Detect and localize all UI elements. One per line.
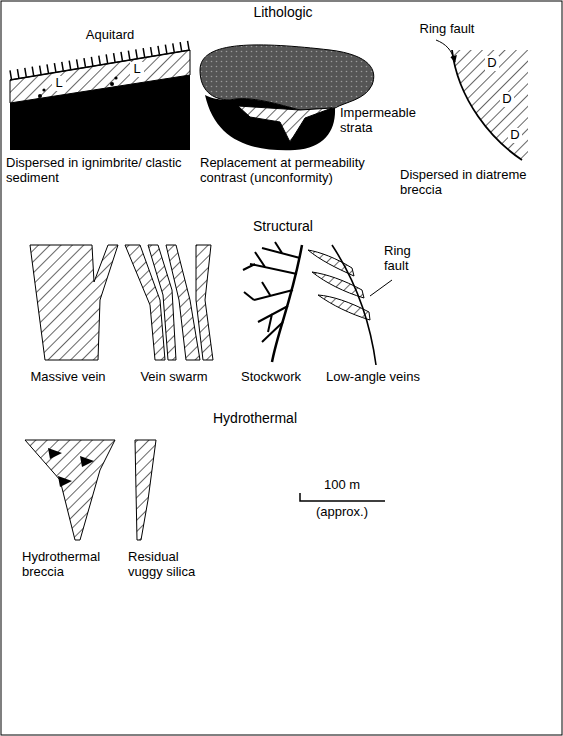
- figure-caption: Hydrothermal breccia: [22, 550, 122, 580]
- massive-vein: [30, 245, 118, 360]
- fault-label: Ring fault: [384, 244, 432, 274]
- vuggy-silica: [135, 440, 156, 540]
- low-angle-veins: [308, 245, 392, 365]
- vein-swarm: [125, 245, 213, 360]
- scale-label: 100 m: [292, 478, 392, 493]
- unit-letter: L: [52, 76, 66, 91]
- unit-letter: D: [508, 128, 522, 143]
- figure-caption: Low-angle veins: [316, 370, 430, 385]
- unit-label: Aquitard: [70, 28, 150, 43]
- fault-label: Ring fault: [402, 22, 492, 37]
- figure-caption: Dispersed in ignimbrite/ clastic sedimen…: [6, 156, 191, 186]
- figure-caption: Replacement at permeability contrast (un…: [200, 156, 390, 186]
- unit-letter: D: [500, 92, 514, 107]
- figure-caption: Residual vuggy silica: [128, 550, 198, 580]
- ignimbrite-figure: [10, 45, 190, 150]
- unit-label: Impermeable strata: [340, 106, 422, 136]
- unit-letter: L: [130, 62, 144, 77]
- section-heading: Hydrothermal: [190, 410, 320, 426]
- unit-letter: D: [485, 56, 499, 71]
- figure-caption: Dispersed in diatreme breccia: [400, 168, 540, 198]
- diatreme-figure: [436, 40, 528, 160]
- stockwork: [243, 242, 302, 362]
- section-heading: Structural: [223, 218, 343, 234]
- figure-caption: Massive vein: [12, 370, 124, 385]
- figure-caption: Vein swarm: [122, 370, 226, 385]
- scale-label: (approx.): [292, 505, 392, 520]
- hydrothermal-breccia: [25, 440, 115, 540]
- section-heading: Lithologic: [233, 4, 333, 20]
- figure-caption: Stockwork: [228, 370, 314, 385]
- scale-bar: [300, 493, 385, 501]
